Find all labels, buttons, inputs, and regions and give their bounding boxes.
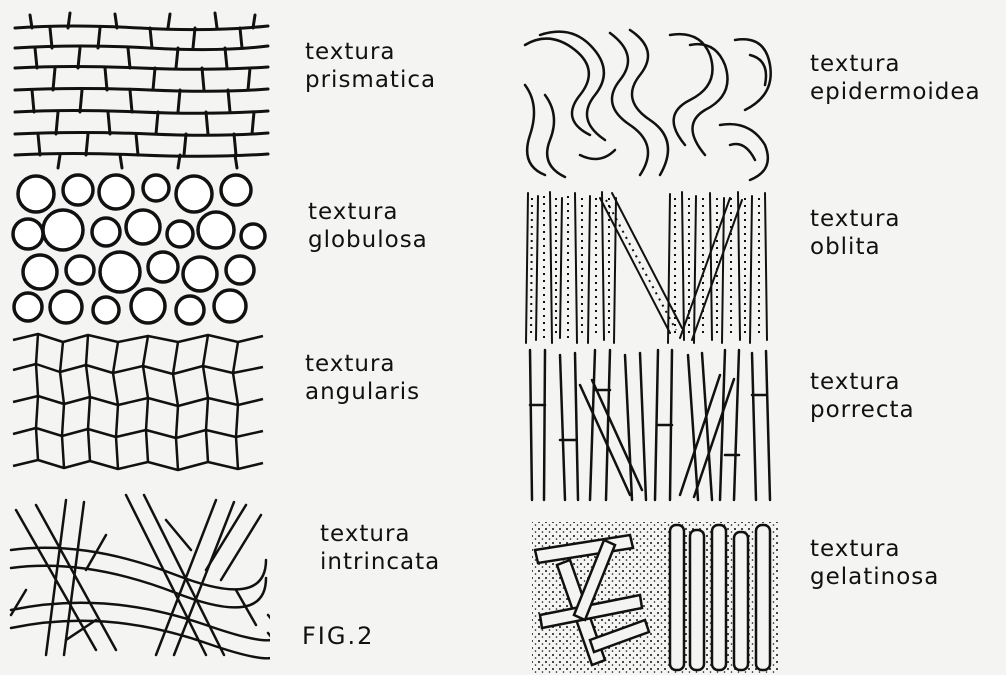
panel-textura-gelatinosa — [530, 520, 780, 675]
label-textura-angularis: textura angularis — [305, 350, 420, 406]
label-line-2: intrincata — [320, 548, 440, 576]
label-textura-epidermoidea: textura epidermoidea — [810, 50, 981, 106]
label-line-2: porrecta — [810, 396, 915, 424]
label-line-1: textura — [305, 38, 436, 66]
textura-globulosa-drawing — [8, 172, 270, 327]
label-line-1: textura — [810, 50, 981, 78]
textura-prismatica-drawing — [10, 10, 272, 170]
label-line-2: angularis — [305, 378, 420, 406]
panel-textura-oblita — [520, 188, 775, 346]
textura-gelatinosa-drawing — [530, 520, 780, 675]
textura-oblita-drawing — [520, 188, 775, 346]
label-line-1: textura — [810, 368, 915, 396]
textura-epidermoidea-drawing — [520, 25, 775, 183]
label-line-1: textura — [305, 350, 420, 378]
label-line-2: gelatinosa — [810, 563, 939, 591]
panel-textura-prismatica — [10, 10, 272, 170]
label-line-2: globulosa — [308, 226, 428, 254]
label-line-2: epidermoidea — [810, 78, 981, 106]
label-textura-intricata: textura intrincata — [320, 520, 440, 576]
label-textura-prismatica: textura prismatica — [305, 38, 436, 94]
panel-textura-porrecta — [520, 345, 780, 503]
label-textura-gelatinosa: textura gelatinosa — [810, 535, 939, 591]
textura-angularis-drawing — [8, 330, 270, 485]
label-line-1: textura — [308, 198, 428, 226]
label-line-1: textura — [810, 535, 939, 563]
textura-porrecta-drawing — [520, 345, 780, 503]
label-line-2: oblita — [810, 233, 901, 261]
panel-textura-globulosa — [8, 172, 270, 327]
label-textura-globulosa: textura globulosa — [308, 198, 428, 254]
textura-intricata-drawing — [6, 490, 270, 660]
label-line-1: textura — [810, 205, 901, 233]
label-line-2: prismatica — [305, 66, 436, 94]
figure-caption: FIG.2 — [302, 622, 374, 650]
panel-textura-epidermoidea — [520, 25, 775, 183]
label-line-1: textura — [320, 520, 440, 548]
panel-textura-angularis — [8, 330, 270, 485]
label-textura-oblita: textura oblita — [810, 205, 901, 261]
panel-textura-intricata — [6, 490, 270, 660]
label-textura-porrecta: textura porrecta — [810, 368, 915, 424]
